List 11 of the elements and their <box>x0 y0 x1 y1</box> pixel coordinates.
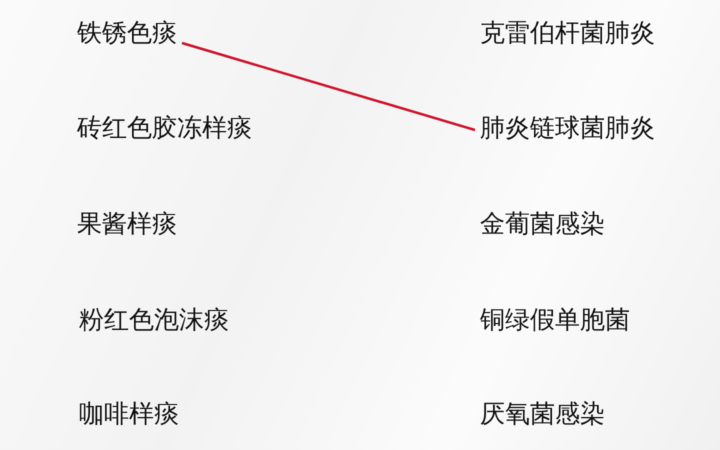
term-label: 厌氧菌感染 <box>478 398 607 430</box>
term-label: 克雷伯杆菌肺炎 <box>478 17 657 49</box>
term-label: 金葡菌感染 <box>478 208 607 240</box>
term-label: 砖红色胶冻样痰 <box>75 112 254 144</box>
term-label: 铁锈色痰 <box>75 17 179 49</box>
term-label: 果酱样痰 <box>75 208 179 240</box>
term-label: 咖啡样痰 <box>77 398 181 430</box>
term-label: 粉红色泡沫痰 <box>77 304 231 336</box>
connecting-line <box>182 42 476 132</box>
term-label: 铜绿假单胞菌 <box>478 304 632 336</box>
term-label: 肺炎链球菌肺炎 <box>478 112 657 144</box>
